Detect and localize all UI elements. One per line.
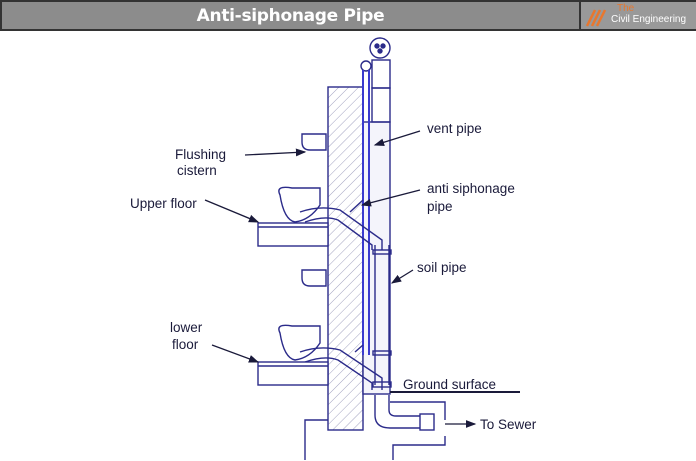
page-title: Anti-siphonage Pipe [196,6,385,26]
label-to-sewer: To Sewer [480,417,537,432]
upper-wc [278,186,321,223]
cowl [369,37,391,59]
foundation [304,401,446,460]
lower-floor-slab [257,361,329,386]
label-upper-floor: Upper floor [130,196,197,211]
label-anti-siphonage-pipe: anti siphonage [427,181,515,196]
label-lower-floor: lower [170,320,203,335]
svg-text:floor: floor [172,337,199,352]
svg-text:cistern: cistern [177,163,217,178]
logo: The Civil Engineering [579,2,696,29]
label-soil-pipe: soil pipe [417,260,467,275]
wall [327,86,364,431]
label-ground-surface: Ground surface [403,377,496,392]
upper-floor-slab [257,222,329,247]
label-flushing-cistern: Flushing [175,147,226,162]
title-bar: Anti-siphonage Pipe The Civil Engineerin… [0,0,696,31]
upper-cistern [301,133,327,151]
lower-cistern [301,269,327,287]
vent-cowl [360,60,372,72]
logo-stripes-icon [585,9,607,27]
svg-text:pipe: pipe [427,199,453,214]
label-vent-pipe: vent pipe [427,121,482,136]
lower-wc [278,324,321,361]
pipe-shaft [362,121,391,395]
